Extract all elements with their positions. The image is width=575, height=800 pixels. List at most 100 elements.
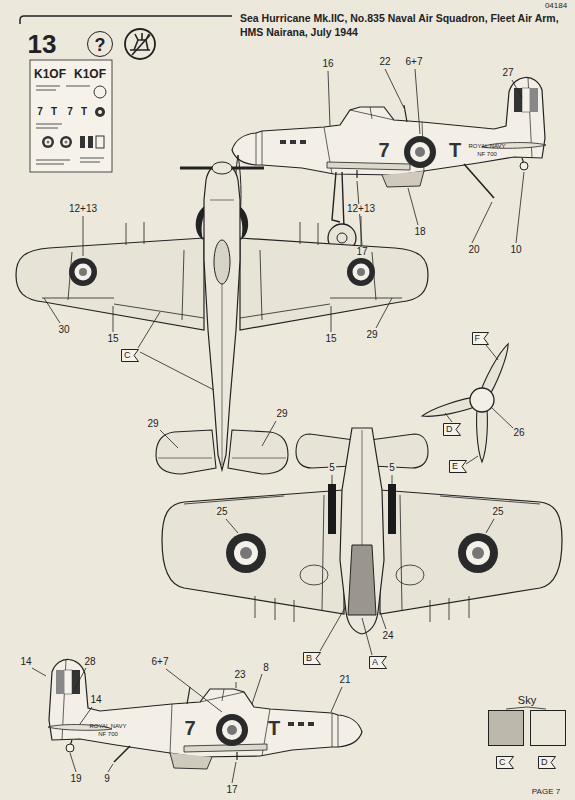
- callout-number: 6+7: [405, 57, 424, 67]
- paint-flag: [370, 656, 387, 668]
- paint-code-flag: B: [303, 652, 320, 665]
- callout-number: 17: [355, 247, 368, 257]
- callout-number: 12+13: [346, 204, 376, 214]
- callout-number: 29: [275, 409, 288, 419]
- decal-marking: T: [51, 107, 57, 117]
- bottom-view: [234, 541, 258, 565]
- decal-sheet: [60, 136, 72, 148]
- decal-sheet: [98, 110, 102, 114]
- callout-number: 25: [491, 507, 504, 517]
- side-view-lower: [227, 725, 237, 735]
- header: [130, 33, 150, 50]
- callout-number: 14: [19, 657, 32, 667]
- paint-flag: [369, 656, 387, 669]
- leader-line: [527, 707, 546, 709]
- leader-line: [83, 216, 84, 256]
- leader-line: [445, 413, 452, 422]
- decal-sheet: [47, 141, 50, 144]
- callout-number: 29: [146, 419, 159, 429]
- leader-line: [492, 408, 513, 428]
- paint-code-flag: C: [121, 349, 139, 362]
- side-view-lower: [114, 746, 130, 762]
- leader-line: [138, 312, 160, 348]
- leader-line: [376, 298, 392, 328]
- callout-number: 16: [321, 59, 334, 69]
- side-view-upper: [232, 77, 546, 187]
- decal-sheet: [80, 136, 85, 148]
- decal-marking: 7: [67, 107, 73, 117]
- leader-line: [331, 687, 342, 712]
- paint-code-flag: D: [443, 423, 461, 436]
- bottom-view: [340, 428, 384, 634]
- node-text: C: [124, 350, 131, 360]
- callout-number: 10: [509, 245, 522, 255]
- callout-number: 25: [215, 507, 228, 517]
- side-view-lower: [222, 720, 242, 740]
- leader-line: [44, 298, 60, 323]
- paint-flag: [472, 332, 489, 345]
- callout-number: 30: [57, 325, 70, 335]
- leader-line: [108, 764, 113, 772]
- bottom-view: [162, 434, 354, 622]
- leader-line: [516, 172, 524, 243]
- callout-number: 6+7: [151, 657, 170, 667]
- side-view-upper: [415, 147, 425, 157]
- decal-marking: K1OF: [74, 68, 106, 80]
- callout-number: 26: [512, 428, 525, 438]
- decal-marking: NF 700: [98, 731, 118, 737]
- decal-marking: K1OF: [34, 68, 66, 80]
- callout-number: 20: [467, 245, 480, 255]
- decal-sheet: [95, 107, 105, 117]
- leader-line: [226, 519, 238, 533]
- callout-number: 04184: [544, 2, 568, 10]
- leader-line: [486, 345, 498, 360]
- bottom-view: [362, 430, 363, 545]
- callout-number: 8: [262, 663, 270, 673]
- leader-line: [332, 475, 333, 484]
- decal-marking: ROYAL NAVY: [89, 723, 126, 729]
- callout-number: 17: [225, 785, 238, 795]
- leader-line: [74, 668, 86, 690]
- callout-number: 13: [27, 31, 58, 57]
- decal-sheet: [36, 86, 90, 164]
- node-text: F: [475, 333, 481, 343]
- callout-number: 27: [501, 68, 514, 78]
- callout-number: 15: [324, 334, 337, 344]
- callout-number: 19: [69, 774, 82, 784]
- legend-text: D: [541, 757, 548, 767]
- top-view: [357, 268, 365, 276]
- callout-number: 15: [106, 334, 119, 344]
- leader-line: [252, 674, 262, 704]
- decal-marking: T: [449, 140, 461, 160]
- leader-line: [408, 188, 418, 225]
- paint-code-flag: E: [449, 460, 466, 473]
- callout-number: 22: [378, 57, 391, 67]
- top-view: [347, 258, 375, 286]
- side-view-upper: [464, 164, 494, 198]
- callout-number: 21: [338, 675, 351, 685]
- leader-line: [380, 612, 386, 629]
- node-text: ?: [95, 35, 106, 55]
- leader-line: [331, 306, 332, 332]
- leader-line: [506, 707, 527, 709]
- leader-line: [113, 306, 114, 332]
- leader-line: [415, 69, 420, 134]
- decal-sheet: [65, 141, 68, 144]
- node-text: D: [446, 424, 453, 434]
- leader-line: [262, 421, 276, 446]
- side-view-upper: [410, 142, 430, 162]
- header: [20, 16, 232, 24]
- callout-number: Sky: [517, 695, 537, 706]
- top-view: [79, 268, 87, 276]
- callout-number: 9: [103, 774, 111, 784]
- bottom-view: [348, 545, 376, 615]
- decal-sheet: [96, 136, 104, 148]
- top-view: [69, 258, 97, 286]
- sheet-title: Sea Hurricane Mk.IIC, No.835 Naval Air S…: [240, 12, 565, 39]
- bottom-view: [472, 547, 484, 559]
- top-view: [16, 162, 428, 474]
- paint-flag: [450, 460, 467, 472]
- callout-number: 28: [83, 657, 96, 667]
- decal-marking: 7: [37, 107, 43, 117]
